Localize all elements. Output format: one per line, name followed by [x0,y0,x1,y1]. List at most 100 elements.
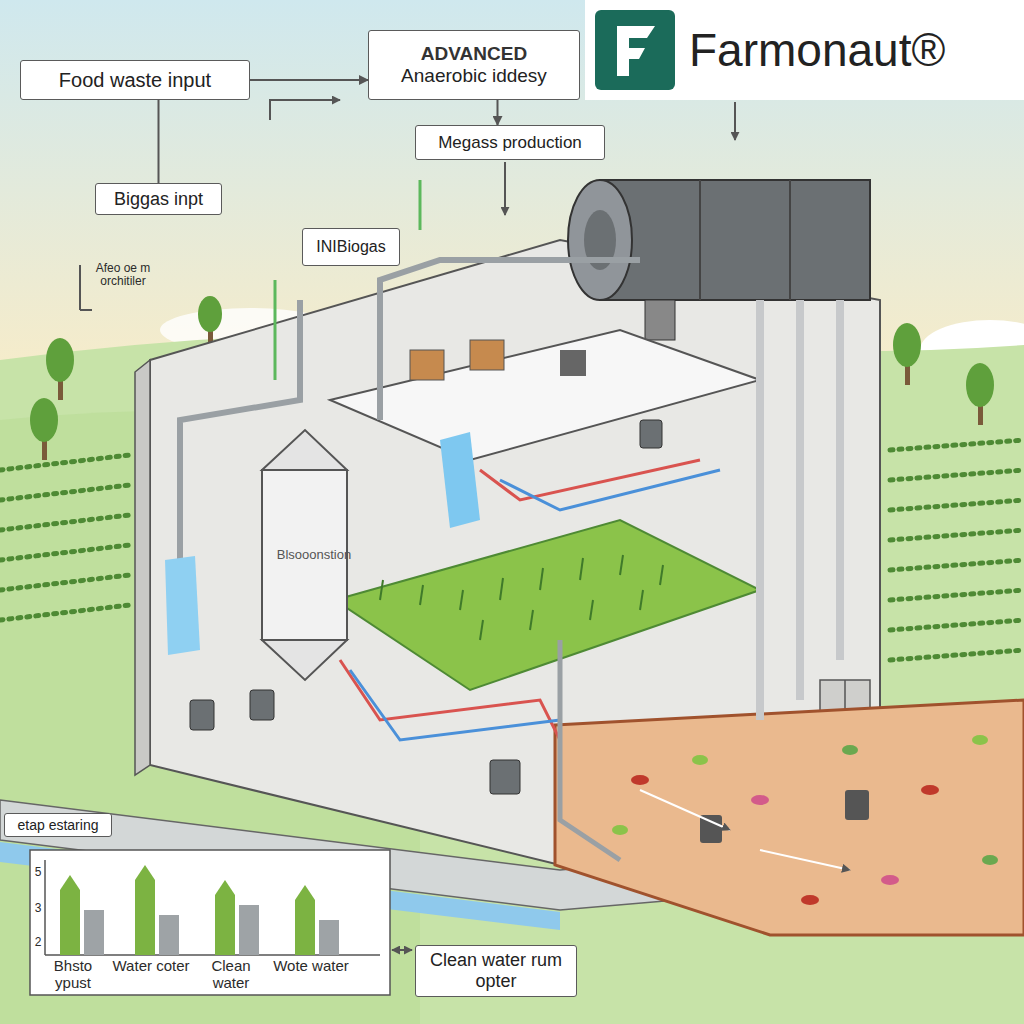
soil-bed-part [760,850,850,870]
node-text: ADVANCED [421,43,527,65]
trees-part [46,338,74,382]
platform-part [470,340,504,370]
platform-part-part [580,558,583,580]
crop-rows-part [0,605,130,620]
axis-number: 5 [32,866,44,879]
barrels-part [250,690,274,720]
barrels-part [490,760,520,794]
part-label: Afeo oe m orchitiler [92,262,154,288]
axis-label: Water coter [112,958,190,975]
note-box: etap estaring [4,813,112,837]
logo-mark [617,26,655,76]
soil-bed-part [801,895,819,905]
crop-rows-part [890,650,1024,660]
silo-part [262,430,347,470]
platform-part-part [660,565,663,585]
crop-rows-part [890,620,1024,630]
bar-chart-part [239,905,259,955]
digester-tank-part [699,180,701,300]
soil-bed-part [692,755,708,765]
logo-square [595,10,675,90]
bar-chart-part [60,875,80,955]
platform-part [330,330,760,460]
input-box: Biggas inpt [95,183,222,215]
platform-part-part [380,580,383,600]
node-text: Biggas inpt [114,189,203,210]
pipes-part [380,260,640,420]
bar-chart-part [84,910,104,955]
bar-chart-part [135,865,155,955]
soil-bed-part [881,875,899,885]
soil-bed-part [612,825,628,835]
crop-rows-part [890,500,1024,510]
pipes-part [480,460,700,500]
input-box: Food waste input [20,60,250,100]
trees-part [966,363,994,407]
crop-rows-part [890,470,1024,480]
bar-chart [30,850,390,995]
node-text: Food waste input [59,69,211,92]
platform-part-part [640,590,643,610]
axis-number: 2 [32,936,44,949]
axis-label: Clean water [192,958,270,991]
leader-arrows-part [270,100,340,120]
platform-part [560,350,586,376]
leader-arrows [80,100,735,950]
pipes-part [796,300,804,700]
bar-chart-part [295,885,315,955]
soil-bed [555,700,1024,935]
barrels-part [640,420,662,448]
soil-bed-part [845,790,869,820]
crop-rows-part [890,440,1024,450]
platform-part [335,520,760,690]
crop-rows-part [0,485,130,500]
pipes [180,180,840,860]
process-box: INIBiogas [302,228,400,266]
soil-bed-part [555,700,1024,935]
logo-box: Farmonaut® [585,0,1024,100]
leader-arrows-part [79,265,81,310]
node-text: etap estaring [18,817,99,833]
pipes-part [836,300,844,660]
pipes-part [756,300,764,720]
process-box: Megass production [415,125,605,160]
digester-tank-part [568,180,632,300]
axis-number: 3 [32,902,44,915]
trees-part [893,323,921,367]
crop-rows-part [0,545,130,560]
building-part [135,360,150,775]
leader-arrows-part [504,162,506,215]
barrels [190,420,662,794]
platform-part-part [620,555,623,575]
node-subtext: Anaerobic iddesy [401,65,547,87]
leader-arrows-part [392,949,412,951]
tank-label: Blsooonstion [264,548,364,562]
water-falls [165,556,200,655]
pipes-part [180,300,300,560]
crop-rows-part [0,575,130,590]
crop-rows-part [890,530,1024,540]
pipes-part [419,180,422,230]
bar-chart-part [215,880,235,955]
connector-arrow [250,79,368,81]
crop-rows-part [890,590,1024,600]
crop-rows-part [0,455,130,470]
bar-chart-part [159,915,179,955]
pipes-part [274,280,277,380]
platform-part-part [420,585,423,605]
platform [330,330,760,690]
bar-chart-part [319,920,339,955]
pipes-part [560,640,620,860]
axis-label: Wote water [272,958,350,975]
node-text: Megass production [438,133,582,153]
platform-part [440,432,480,528]
soil-bed-part [640,790,730,830]
axis-label: Bhsto ypust [34,958,112,991]
soil-bed-part [631,775,649,785]
crop-rows-part [0,515,130,530]
pipes-part [350,670,560,740]
title-box: ADVANCEDAnaerobic iddesy [368,30,580,100]
output-box: Clean water rum opter [415,945,577,997]
platform-part-part [500,578,503,600]
